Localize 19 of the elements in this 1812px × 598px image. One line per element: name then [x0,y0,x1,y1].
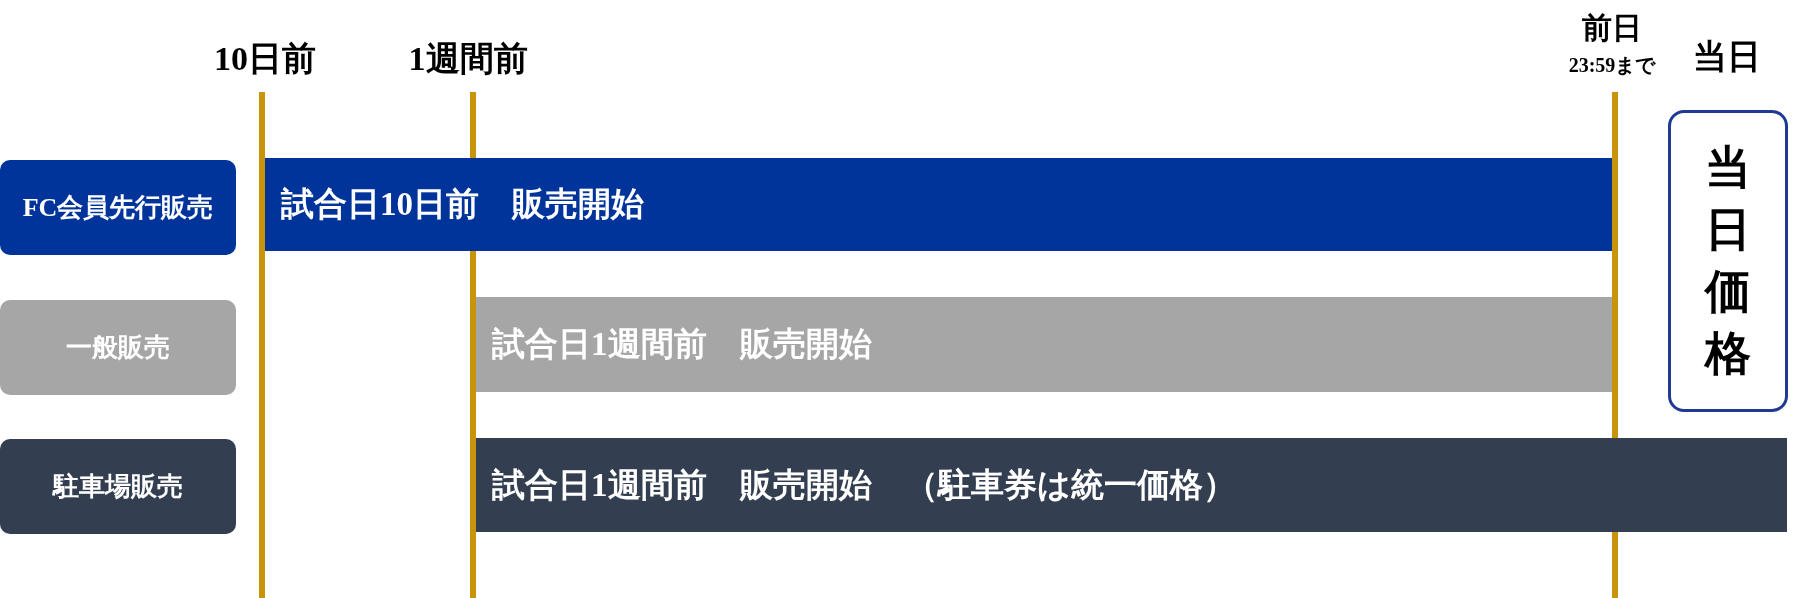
row-label [0,160,236,255]
period-bar [476,297,1612,392]
row-label-text: 駐車場販売 [53,471,183,503]
row-label [0,300,236,395]
timeline-header: 10日前 [214,39,316,79]
timeline-header: 1週間前 [408,39,528,79]
timeline-header: 前日 [1582,10,1642,46]
row-label-text: FC会員先行販売 [22,192,214,224]
row-label-text: 一般販売 [66,332,170,364]
bar-label: 試合日1週間前 販売開始 [492,325,872,364]
bar-label: 試合日10日前 販売開始 [281,185,644,224]
day-price-box [1668,110,1788,412]
period-bar [476,438,1787,532]
bar-label: 試合日1週間前 販売開始 （駐車券は統一価格） [492,465,1236,505]
timeline-subheader: 23:59まで [1568,53,1656,78]
row-label [0,439,236,534]
box-label: 当日価格 [1703,140,1752,382]
period-bar [265,158,1612,251]
timeline-header: 当日 [1693,37,1761,77]
